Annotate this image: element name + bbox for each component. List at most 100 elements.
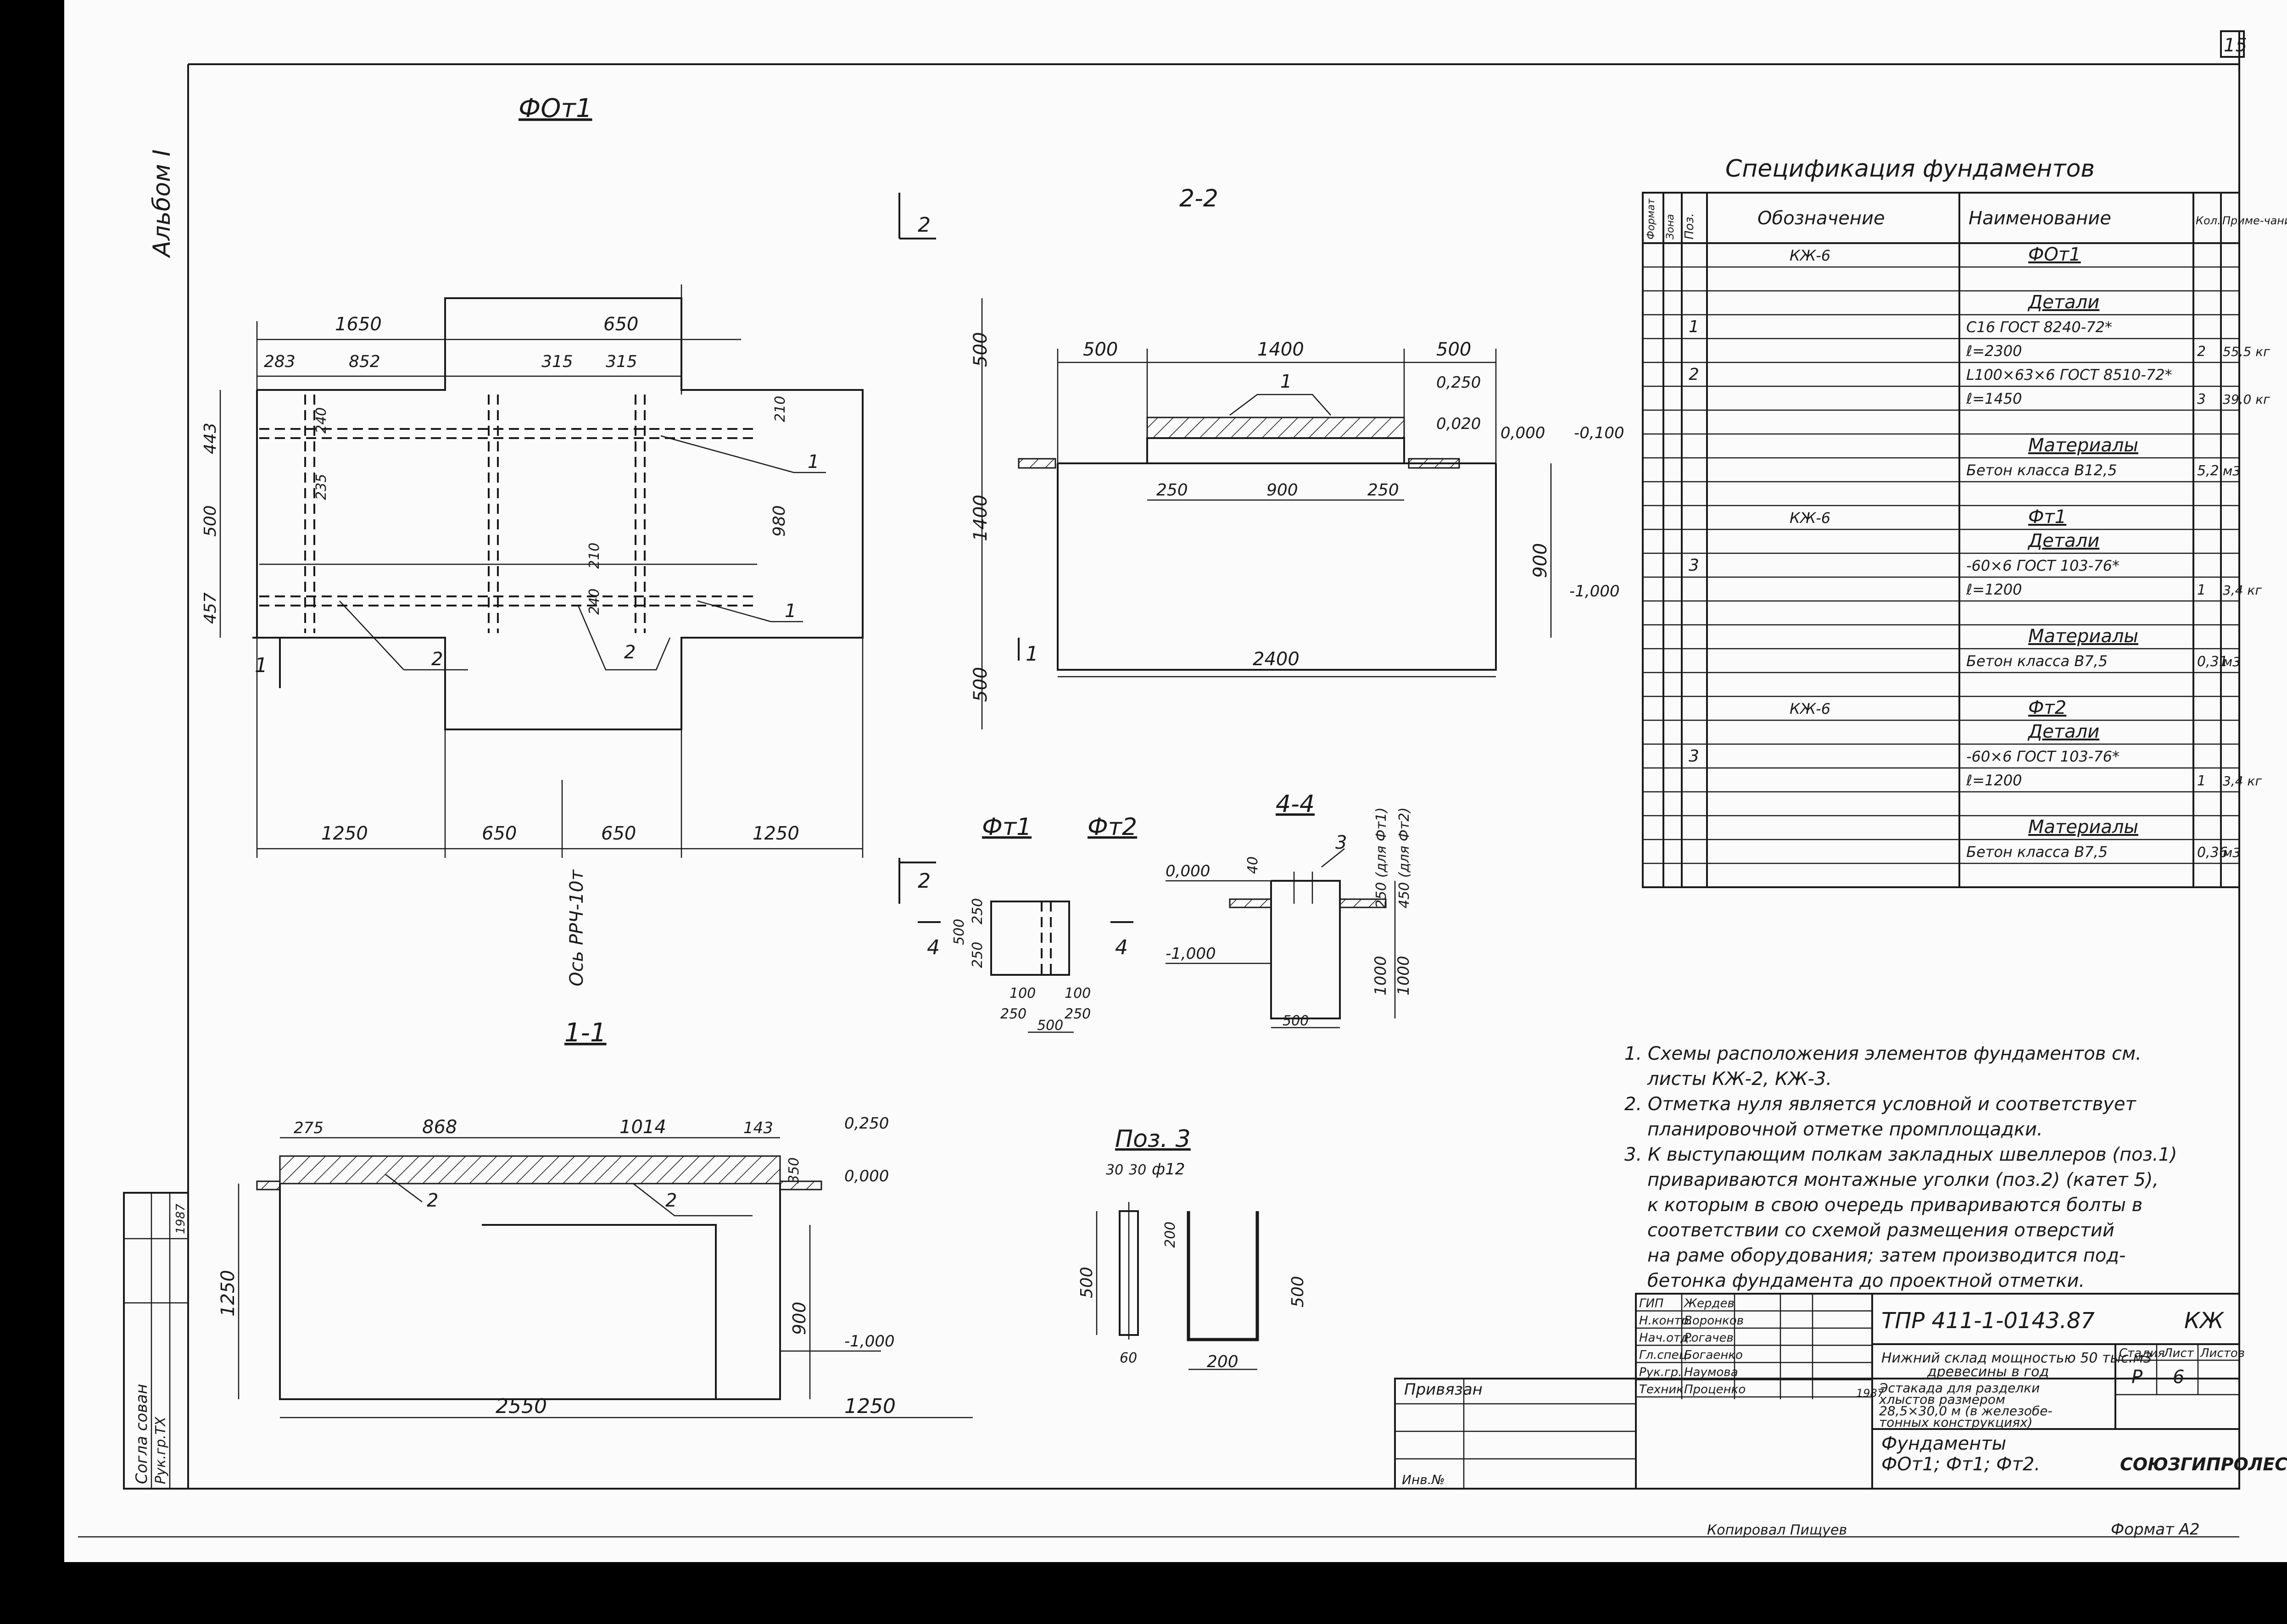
small-plan-dim-5: 100 bbox=[1065, 985, 1091, 1001]
spec-row: Материалы bbox=[2028, 817, 2138, 838]
spec-cell-name: -60×6 ГОСТ 103-76* bbox=[1966, 557, 2120, 574]
spec-cell-note: м3 bbox=[2223, 463, 2241, 478]
spec-cell-pos: 3 bbox=[1689, 747, 1699, 766]
plan-callout-1: 1 bbox=[808, 451, 819, 473]
tb-sheet-title-2: ФОт1; Фт1; Фт2. bbox=[1881, 1454, 2040, 1475]
spec-header-3: Обозначение bbox=[1757, 208, 1885, 229]
spec-cell-qty: 0,36 bbox=[2197, 845, 2228, 861]
section-44-dim-6: 500 bbox=[1283, 1013, 1309, 1029]
spec-cell-designation: КЖ-6 bbox=[1790, 509, 1830, 527]
spec-cell-note: м3 bbox=[2223, 845, 2241, 860]
spec-header-5: Кол. bbox=[2196, 214, 2221, 227]
spec-cell-qty: 2 bbox=[2197, 344, 2206, 360]
tb-role: Техник bbox=[1639, 1383, 1684, 1396]
section-11-title: 1-1 bbox=[564, 1018, 606, 1048]
spec-cell-note: 55,5 кг bbox=[2223, 344, 2270, 359]
spec-row: ℓ=1450 3 39,0 кг bbox=[1966, 390, 2270, 407]
tb-role: Нач.отд. bbox=[1639, 1331, 1692, 1345]
section-22-callout: 1 bbox=[1280, 371, 1292, 392]
section-44-level-1: 0,000 bbox=[1166, 862, 1210, 880]
spec-cell-name: L100×63×6 ГОСТ 8510-72* bbox=[1966, 366, 2172, 384]
spec-cell-note: 3,4 кг bbox=[2223, 773, 2262, 789]
plan-dim-2: 852 bbox=[349, 352, 380, 371]
small-plan-mark-right: 4 bbox=[1115, 936, 1128, 959]
small-plan-dim-2: 250 bbox=[970, 898, 986, 924]
section-44-dim-3: 450 (для Фт2) bbox=[1396, 807, 1412, 908]
section-11-dim-side-3: 900 bbox=[789, 1301, 809, 1335]
tb-sheet-title-1: Фундаменты bbox=[1881, 1433, 2006, 1454]
tb-role: Гл.спец. bbox=[1639, 1348, 1691, 1362]
section-22-dim-total: 2400 bbox=[1253, 649, 1300, 670]
spec-row: Материалы bbox=[2028, 626, 2138, 647]
spec-cell-qty: 3 bbox=[2197, 391, 2206, 407]
section-11-level-2: 0,000 bbox=[844, 1167, 889, 1185]
tb-org: СОЮЗГИПРОЛЕСХОЗ bbox=[2120, 1454, 2287, 1474]
spec-header-4: Наименование bbox=[1969, 208, 2111, 229]
spec-header-2: Поз. bbox=[1683, 213, 1696, 239]
small-plan-dim-4: 100 bbox=[1010, 985, 1036, 1001]
spec-cell-name: Фт1 bbox=[2028, 506, 2066, 528]
spec-cell-note: 39,0 кг bbox=[2223, 392, 2270, 407]
plan-view: ФОт1 1650 650 283 852 315 315 443 500 45… bbox=[201, 94, 991, 986]
spec-cell-pos: 1 bbox=[1689, 317, 1699, 336]
section-11-dim-top-3: 1014 bbox=[619, 1117, 666, 1138]
pos3-detail: Поз. 3 30 30 ф12 200 500 60 500 200 bbox=[1077, 1125, 1307, 1371]
spec-grid bbox=[1642, 192, 2240, 888]
plan-dim-right-2: 1400 bbox=[970, 495, 991, 541]
notes: 1. Схемы расположения элементов фундамен… bbox=[1624, 1043, 2177, 1291]
small-plan-label-2: Фт2 bbox=[1088, 813, 1137, 841]
left-stamp: Согла сован Рук.гр.ТХ 1987 bbox=[123, 1192, 189, 1490]
section-44-level-2: -1,000 bbox=[1166, 945, 1216, 963]
small-plan-dim-1: 500 bbox=[951, 919, 967, 945]
spec-cell-name: ℓ=1200 bbox=[1966, 581, 2022, 598]
section-44-dim-1: 40 bbox=[1245, 856, 1261, 874]
spec-cell-name: Бетон класса В7,5 bbox=[1966, 652, 2108, 670]
plan-dim-bottom-3: 650 bbox=[601, 823, 636, 844]
section-22-dim-top-1: 500 bbox=[1083, 339, 1118, 360]
section-22-dim-top-2: 1400 bbox=[1257, 339, 1304, 360]
spec-cell-name: ℓ=1450 bbox=[1966, 390, 2022, 407]
plan-title: ФОт1 bbox=[519, 94, 592, 123]
plan-dim-3: 315 bbox=[541, 352, 573, 371]
tb-sheet: 6 bbox=[2173, 1367, 2184, 1388]
plan-dim-bottom-2: 650 bbox=[482, 823, 517, 844]
tb-name: Жердев bbox=[1683, 1297, 1735, 1311]
spec-header-0: Формат bbox=[1646, 198, 1657, 239]
spec-cell-pos: 2 bbox=[1689, 365, 1699, 384]
section-22-dim-top-3: 500 bbox=[1436, 339, 1471, 360]
section-11-dim-top-1: 275 bbox=[294, 1119, 324, 1137]
tb-building-1: Эстакада для разделки bbox=[1879, 1380, 2040, 1396]
pos3-dim-5: 500 bbox=[1077, 1267, 1096, 1298]
spec-header-1: Зона bbox=[1665, 214, 1676, 239]
plan-dim-inner-3: 210 bbox=[772, 396, 788, 422]
section-11-callout-1: 2 bbox=[427, 1190, 438, 1211]
plan-dim-1: 283 bbox=[264, 352, 296, 371]
spec-row: Материалы bbox=[2028, 435, 2138, 456]
section-44-title: 4-4 bbox=[1276, 790, 1315, 818]
pos3-title: Поз. 3 bbox=[1115, 1125, 1191, 1153]
footer-format: Формат А2 bbox=[2111, 1520, 2200, 1539]
small-plan-dim-6: 250 bbox=[1000, 1006, 1026, 1022]
plan-dim-4: 315 bbox=[606, 352, 637, 371]
plan-dim-left-2: 500 bbox=[201, 505, 220, 537]
note-line: 3. К выступающим полкам закладных швелле… bbox=[1624, 1144, 2177, 1165]
plan-section-mark-left: 1 bbox=[255, 654, 268, 677]
note-line: планировочной отметке промплощадки. bbox=[1647, 1119, 2043, 1140]
tb-attach-label: Привязан bbox=[1404, 1380, 1483, 1399]
section-11-dim-side-1: 1250 bbox=[218, 1270, 239, 1317]
tb-building-2: хлыстов размером bbox=[1879, 1392, 2005, 1407]
small-plan-dim-7: 250 bbox=[1065, 1006, 1091, 1022]
page-number-box: 15 bbox=[2220, 30, 2247, 58]
tb-name: Проценко bbox=[1684, 1383, 1746, 1396]
plan-dim-inner-1: 240 bbox=[313, 407, 329, 434]
tb-role: Н.контр. bbox=[1639, 1314, 1692, 1328]
section-22-dim-bottom-3: 250 bbox=[1367, 481, 1399, 500]
pos3-dim-4: 200 bbox=[1162, 1222, 1178, 1248]
spec-cell-note: 3,4 кг bbox=[2223, 583, 2262, 598]
